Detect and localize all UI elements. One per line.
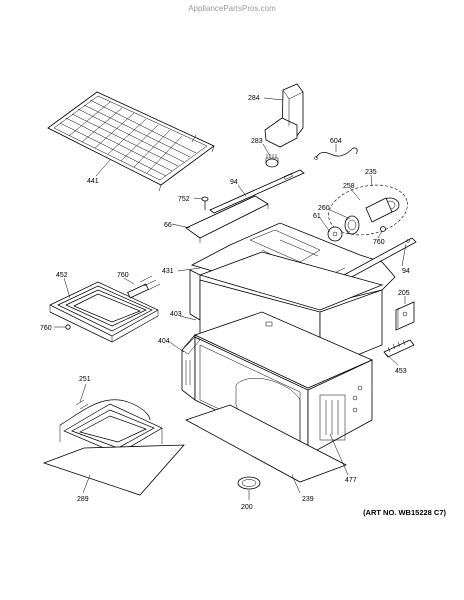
callout-94-right: 94: [402, 268, 410, 275]
callout-431: 431: [162, 268, 174, 275]
rotisserie-motor-group-drawing: [327, 184, 408, 242]
callout-452: 452: [56, 272, 68, 279]
oven-cavity-drawing: [181, 251, 384, 456]
callout-251: 251: [79, 376, 91, 383]
terminal-block-drawing: [383, 339, 415, 358]
callout-403: 403: [170, 311, 182, 318]
callout-289: 289: [77, 496, 89, 503]
callout-760-motor: 760: [373, 239, 385, 246]
callout-235: 235: [365, 169, 377, 176]
rail-strip-upper-drawing: [209, 169, 305, 214]
callout-760-left: 760: [40, 325, 52, 332]
bottom-panel-drawing: [185, 404, 347, 483]
callout-239: 239: [302, 496, 314, 503]
broil-element-drawing: [49, 275, 161, 343]
callout-200: 200: [241, 504, 253, 511]
gear-drawing: [265, 154, 279, 168]
callout-752: 752: [178, 196, 190, 203]
leader-lines: [54, 97, 407, 500]
art-number: (ART NO. WB15228 C7): [363, 508, 446, 517]
callout-441: 441: [87, 178, 99, 185]
callout-260: 260: [318, 205, 330, 212]
spring-clip-drawing: [314, 147, 358, 160]
callout-labels: 284 283 604 441 752 94 235 258 66 260 61…: [40, 95, 410, 511]
callout-404: 404: [158, 338, 170, 345]
callout-258: 258: [343, 183, 355, 190]
bake-element-drawing: [59, 399, 163, 464]
callout-94-upper: 94: [230, 179, 238, 186]
bracket-drawing: [185, 195, 269, 243]
bottom-tray-drawing: [42, 444, 185, 496]
screw-drawing: [201, 196, 209, 210]
callout-604: 604: [330, 138, 342, 145]
callout-477: 477: [345, 477, 357, 484]
callout-61: 61: [313, 213, 321, 220]
side-bracket-drawing: [395, 301, 415, 331]
watermark-text: AppliancePartsPros.com: [188, 4, 276, 13]
callout-205: 205: [398, 290, 410, 297]
callout-760-broil: 760: [117, 272, 129, 279]
oven-rack-drawing: [47, 91, 215, 192]
vent-handle-drawing: [264, 83, 304, 148]
callout-453: 453: [395, 368, 407, 375]
callout-283: 283: [251, 138, 263, 145]
callout-66: 66: [164, 222, 172, 229]
lamp-cover-drawing: [237, 476, 261, 490]
callout-284: 284: [248, 95, 260, 102]
